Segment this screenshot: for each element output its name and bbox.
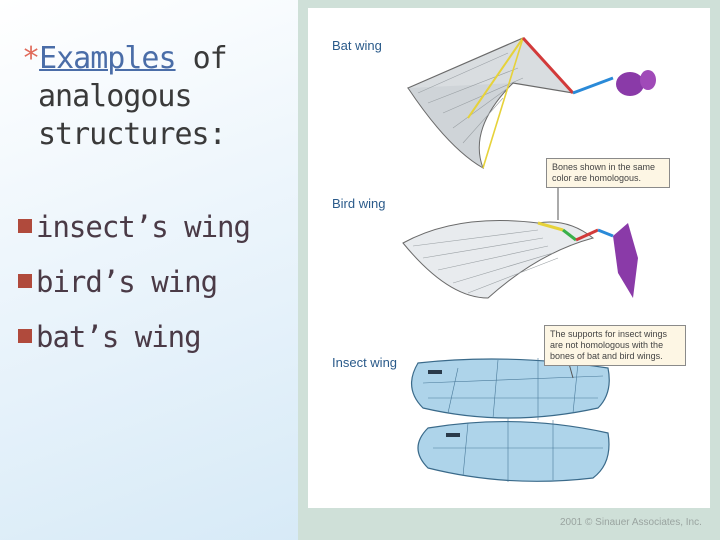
- label-bird-wing: Bird wing: [332, 196, 386, 211]
- slide-title: *Examples of analogous structures:: [22, 40, 292, 154]
- wings-illustration: [402, 36, 656, 482]
- label-insect-wing: Insect wing: [332, 355, 398, 370]
- bullet-list: insect’s wing bird’s wing bat’s wing: [18, 200, 298, 365]
- title-line-2: analogous: [38, 79, 193, 114]
- callout-insect: The supports for insect wings are not ho…: [544, 325, 686, 366]
- copyright-credit: 2001 © Sinauer Associates, Inc.: [560, 517, 702, 528]
- bullet-square-icon: [18, 273, 32, 288]
- wing-figure: Bat wing Bird wing Insect wing Bones sho…: [308, 8, 710, 508]
- bird-wing-drawing: [402, 220, 638, 299]
- bullet-square-icon: [18, 218, 32, 233]
- bullet-text: bat’s wing: [36, 320, 202, 354]
- text-panel: *Examples of analogous structures: insec…: [0, 0, 300, 540]
- bullet-square-icon: [18, 328, 32, 343]
- callout-line: Bones shown in the same: [552, 162, 656, 172]
- insect-wing-drawing: [411, 358, 610, 482]
- asterisk-icon: *: [22, 41, 40, 76]
- callout-line: color are homologous.: [552, 173, 642, 183]
- callout-line: The supports for insect wings: [550, 329, 668, 339]
- bullet-text: insect’s wing: [36, 210, 251, 244]
- bullet-item: bat’s wing: [18, 310, 298, 365]
- bat-wing-drawing: [406, 36, 656, 170]
- bullet-item: bird’s wing: [18, 255, 298, 310]
- title-of: of: [175, 41, 228, 76]
- bullet-text: bird’s wing: [36, 265, 218, 299]
- callout-line: bones of bat and bird wings.: [550, 351, 663, 361]
- label-bat-wing: Bat wing: [332, 38, 382, 53]
- callout-homologous: Bones shown in the same color are homolo…: [546, 158, 670, 188]
- title-link-examples[interactable]: Examples: [39, 41, 176, 76]
- bullet-item: insect’s wing: [18, 200, 298, 255]
- callout-line: are not homologous with the: [550, 340, 664, 350]
- figure-frame: Bat wing Bird wing Insect wing Bones sho…: [298, 0, 720, 540]
- title-line-1: *Examples of: [22, 40, 292, 78]
- title-line-3: structures:: [38, 117, 227, 152]
